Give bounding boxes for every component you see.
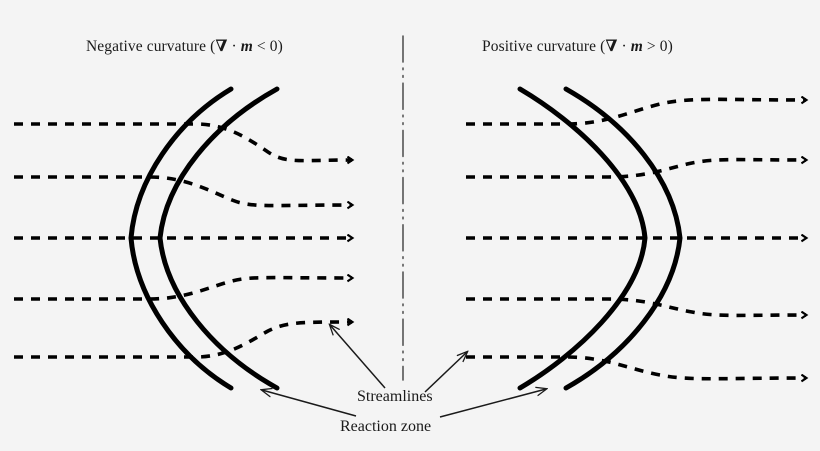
title-right-m-symbol: m bbox=[630, 38, 643, 55]
nabla-operator-icon: ∇ bbox=[215, 38, 228, 55]
caption-leader-lines bbox=[262, 325, 546, 418]
title-left-m-symbol: m bbox=[240, 38, 253, 55]
left-streamlines bbox=[14, 122, 352, 359]
streamline-left-1 bbox=[14, 122, 352, 161]
streamline-left-2 bbox=[14, 175, 352, 206]
streamline-right-2 bbox=[466, 160, 806, 179]
reaction-zone-arc-right-outer bbox=[563, 86, 683, 391]
title-left-suffix: < 0) bbox=[252, 38, 283, 55]
left-panel-group bbox=[14, 86, 352, 391]
streamline-right-1 bbox=[466, 99, 806, 126]
title-right-dot: · bbox=[617, 38, 631, 55]
reaction-zone-leader-right bbox=[439, 389, 546, 418]
nabla-operator-icon: ∇ bbox=[605, 38, 618, 55]
label-reaction-zone: Reaction zone bbox=[340, 418, 432, 435]
streamlines-leader-right bbox=[424, 352, 467, 393]
right-streamlines bbox=[466, 99, 806, 378]
streamline-right-4 bbox=[466, 297, 806, 315]
streamline-left-5 bbox=[14, 322, 352, 359]
label-streamlines: Streamlines bbox=[357, 388, 433, 405]
panel-title-positive-curvature: Positive curvature (∇ · m > 0) bbox=[482, 36, 673, 56]
right-reaction-zone-arcs bbox=[517, 86, 683, 391]
title-left-dot: · bbox=[227, 38, 241, 55]
right-panel-group bbox=[466, 86, 806, 391]
title-right-suffix: > 0) bbox=[642, 38, 673, 55]
left-reaction-zone-arcs bbox=[128, 86, 280, 391]
streamline-left-4 bbox=[14, 278, 352, 301]
title-left-prefix: Negative curvature ( bbox=[86, 38, 216, 55]
panel-title-negative-curvature: Negative curvature (∇ · m < 0) bbox=[86, 36, 283, 56]
reaction-zone-arc-left-inner bbox=[128, 86, 234, 391]
streamline-right-5 bbox=[466, 355, 806, 379]
reaction-zone-arc-left-outer bbox=[157, 86, 280, 391]
reaction-zone-arc-right-inner bbox=[517, 86, 648, 391]
reaction-zone-leader-left bbox=[262, 390, 357, 417]
streamlines-leader-left bbox=[330, 325, 386, 389]
title-right-prefix: Positive curvature ( bbox=[482, 38, 606, 55]
